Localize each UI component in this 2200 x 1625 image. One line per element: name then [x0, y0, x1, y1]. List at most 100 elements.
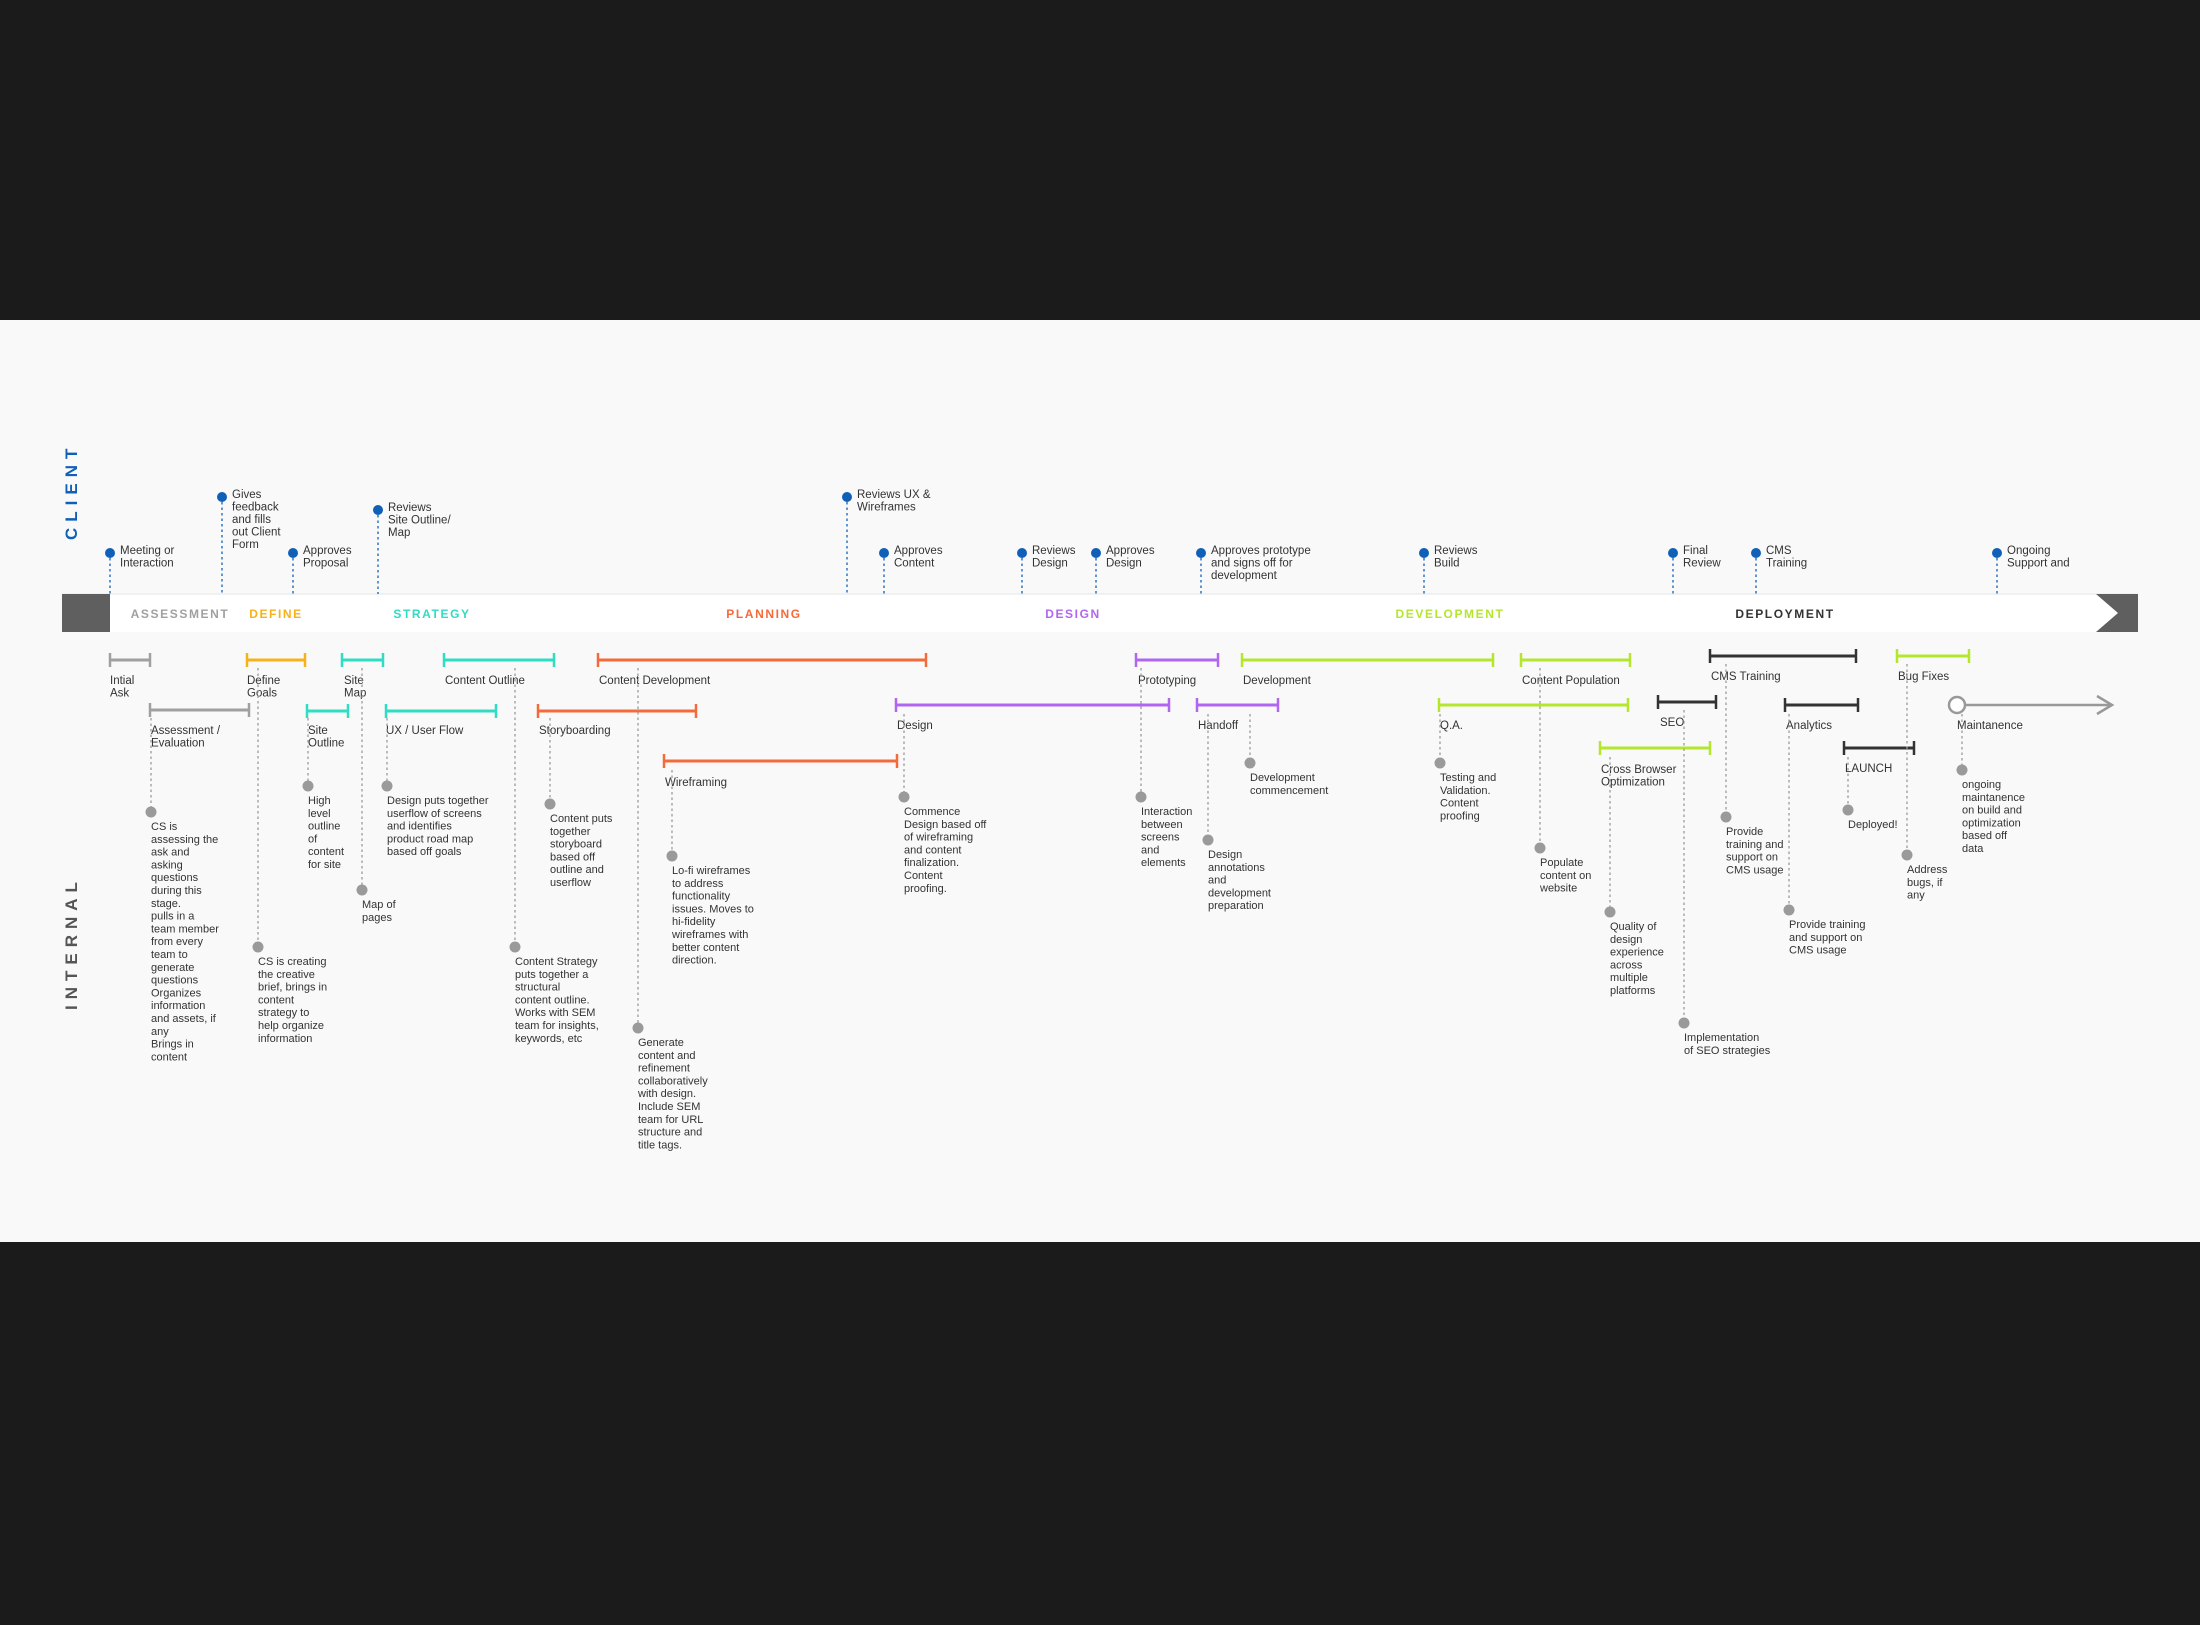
task-bar: Content Population — [1519, 653, 1632, 687]
task-note-text-line: content and — [638, 1050, 696, 1062]
task-bar: SEO — [1656, 695, 1718, 729]
task-note-dot — [1534, 842, 1546, 854]
task-note-text-line: and identifies — [387, 821, 452, 833]
task-note-text-line: userflow of screens — [387, 808, 482, 820]
task-note-text-line: Design based off — [904, 819, 987, 831]
client-milestone-label-line: Proposal — [303, 558, 348, 570]
task-note-dot — [1901, 849, 1913, 861]
client-milestone-label-line: CMS — [1766, 545, 1792, 557]
task-note-text-line: proofing — [1440, 810, 1480, 822]
task-note-text-line: title tags. — [638, 1139, 682, 1151]
task-note-dot — [381, 780, 393, 792]
task-note-text-line: multiple — [1610, 972, 1648, 984]
task-note-text-line: and — [1141, 844, 1159, 856]
task-note-text-line: across — [1610, 959, 1643, 971]
task-note-text-line: Content — [904, 870, 943, 882]
task-note-text-line: between — [1141, 819, 1183, 831]
task-note-text-line: Design puts together — [387, 795, 489, 807]
task-note-text-line: and support on — [1789, 932, 1862, 944]
client-milestone-label-line: Map — [388, 527, 410, 539]
task-note-text-line: pages — [362, 912, 392, 924]
task-note-text-line: during this — [151, 885, 202, 897]
task-label: Design — [897, 720, 933, 732]
task-note-text-line: storyboard — [550, 839, 602, 851]
task-note-text-line: collaboratively — [638, 1075, 708, 1087]
task-note-text-line: design — [1610, 934, 1642, 946]
task-label-line: Development — [1243, 675, 1312, 687]
task-bar: Bug Fixes — [1895, 649, 1971, 683]
client-milestone-dot — [1196, 548, 1206, 558]
client-milestone-label-line: Form — [232, 539, 259, 551]
task-note-text-line: experience — [1610, 947, 1664, 959]
task-note-text-line: information — [151, 1000, 205, 1012]
task-note-text-line: maintanence — [1962, 792, 2025, 804]
task-note-text-line: team for insights, — [515, 1020, 599, 1032]
task-note-text-line: Content puts — [550, 813, 613, 825]
task-note-text-line: Development — [1250, 772, 1315, 784]
phase-bar-track — [62, 594, 2138, 632]
task-note-text-line: Design — [1208, 849, 1242, 861]
task-note-text-line: Validation. — [1440, 785, 1491, 797]
task-label-line: Site — [308, 725, 328, 737]
task-note-text-line: Populate — [1540, 857, 1583, 869]
task-note-text: Deployed! — [1848, 819, 1898, 831]
task-bar: Wireframing — [662, 754, 899, 789]
task-note-dot — [666, 850, 678, 862]
task-note-text-line: of wireframing — [904, 832, 973, 844]
task-label: LAUNCH — [1845, 763, 1892, 775]
client-milestone-label-line: Approves prototype — [1211, 545, 1311, 557]
task-label-line: Ask — [110, 688, 129, 700]
task-note-text-line: questions — [151, 872, 199, 884]
client-milestone-label-line: Content — [894, 558, 935, 570]
client-milestone-label-line: Training — [1766, 558, 1807, 570]
task-label-line: Maintanence — [1957, 720, 2023, 732]
phase-development: DEVELOPMENT — [1396, 607, 1505, 621]
task-label-line: Site — [344, 675, 364, 687]
task-note-dot — [1135, 791, 1147, 803]
task-label-line: Analytics — [1786, 720, 1832, 732]
task-note-dot — [509, 941, 521, 953]
phase-design: DESIGN — [1045, 607, 1101, 621]
task-label: Content Outline — [445, 675, 525, 687]
internal-side-label: INTERNAL — [62, 876, 81, 1010]
task-label: Handoff — [1198, 720, 1239, 732]
task-note-dot — [1434, 757, 1446, 769]
task-label-line: Content Development — [599, 675, 711, 687]
task-note-text-line: Content Strategy — [515, 956, 598, 968]
task-note-text-line: structural — [515, 982, 560, 994]
task-note-text-line: strategy to — [258, 1007, 309, 1019]
task-note-dot — [1678, 1017, 1690, 1029]
task-label-line: Bug Fixes — [1898, 671, 1949, 683]
task-note-text-line: information — [258, 1033, 312, 1045]
task-bar: Handoff — [1195, 698, 1280, 732]
maintenance-arrow: Maintanence — [1947, 694, 2115, 732]
task-note-text-line: CS is creating — [258, 956, 326, 968]
task-note-text-line: team to — [151, 949, 188, 961]
task-note-text-line: product road map — [387, 833, 473, 845]
task-note-text-line: data — [1962, 843, 1984, 855]
phase-strategy: STRATEGY — [393, 607, 470, 621]
task-note-text-line: content — [151, 1051, 187, 1063]
task-label-line: Content Population — [1522, 675, 1620, 687]
client-milestone-dot — [105, 548, 115, 558]
